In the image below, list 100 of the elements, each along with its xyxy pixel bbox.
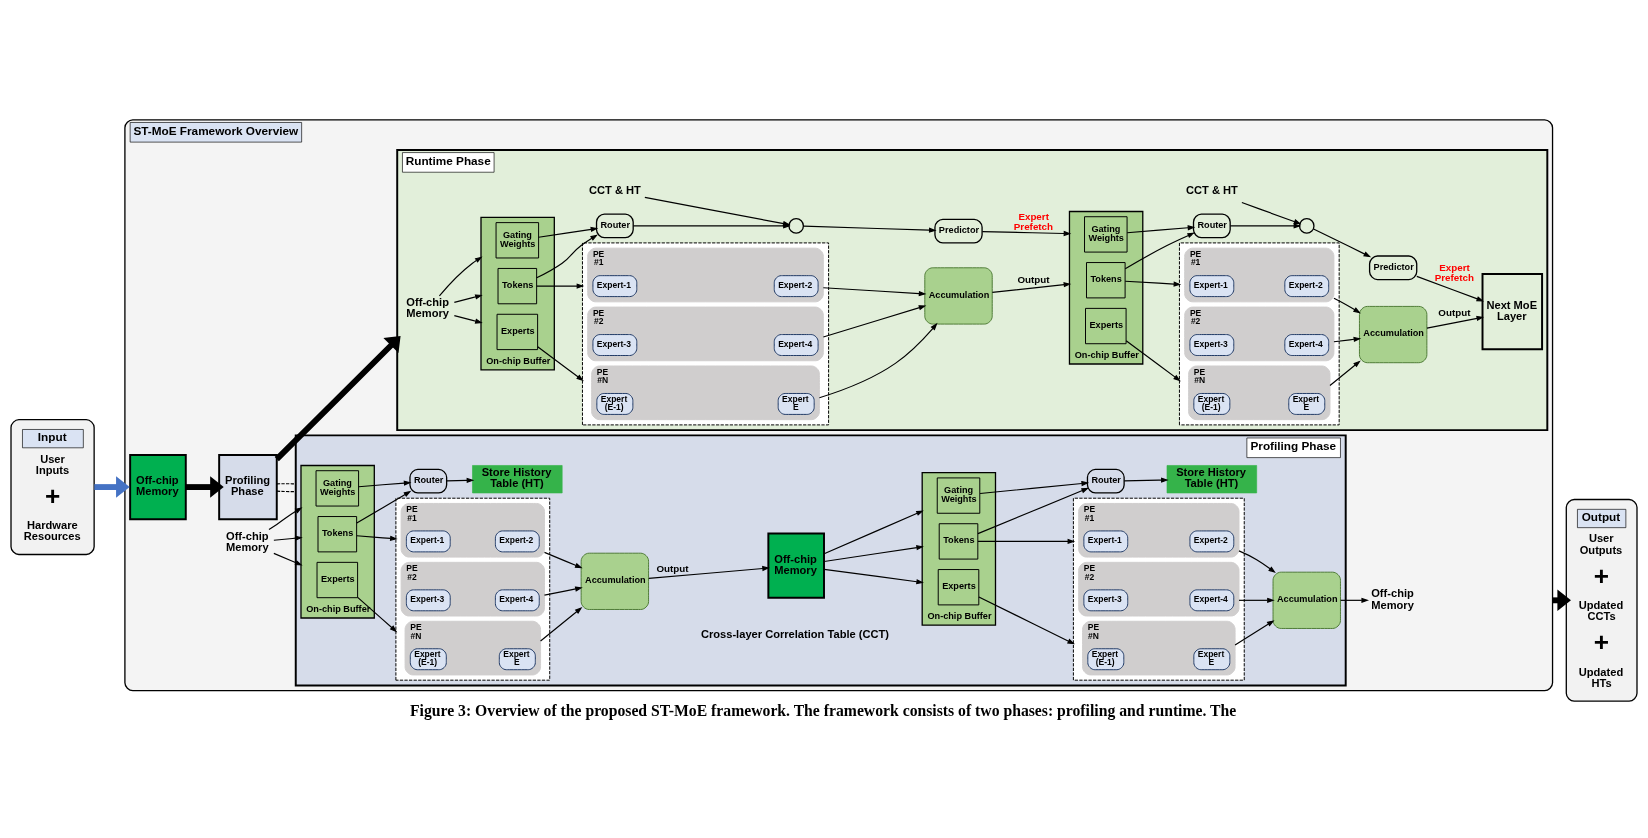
node-text: Off-chip Memory bbox=[1371, 587, 1414, 611]
arrow bbox=[453, 315, 483, 324]
arrow bbox=[823, 568, 924, 585]
arrow bbox=[823, 545, 924, 563]
node-box: Expert-2 bbox=[1284, 275, 1330, 298]
arrow bbox=[648, 565, 770, 580]
node-box: Experts bbox=[316, 561, 359, 599]
node-box: Store History Table (HT) bbox=[1166, 465, 1257, 494]
node-box: Expert-1 bbox=[405, 530, 451, 553]
arrow bbox=[356, 490, 412, 524]
node-circle bbox=[1298, 218, 1315, 234]
node-box: Router bbox=[409, 468, 448, 494]
node-box: Tokens bbox=[1086, 262, 1126, 299]
arrow bbox=[977, 538, 1076, 545]
node-box: Gating Weights bbox=[495, 222, 540, 259]
arrow bbox=[438, 256, 483, 297]
label: Cross-layer Correlation Table (CCT) bbox=[700, 627, 890, 640]
arrow bbox=[822, 287, 927, 297]
node-box: Store History Table (HT) bbox=[472, 465, 563, 494]
node-box: Expert-4 bbox=[1284, 334, 1330, 356]
arrow bbox=[1333, 336, 1362, 343]
node-box: Gating Weights bbox=[1084, 216, 1128, 253]
arrow bbox=[1238, 550, 1276, 574]
node-text: Off-chip Memory bbox=[226, 529, 269, 553]
arrow bbox=[1124, 232, 1195, 270]
arrow bbox=[1333, 297, 1361, 314]
arrow bbox=[536, 283, 585, 289]
arrow bbox=[979, 480, 1090, 495]
node-box: Off-chip Memory bbox=[129, 454, 187, 521]
node-box: Expert-1 bbox=[592, 275, 638, 298]
node-box: Expert-1 bbox=[1189, 275, 1235, 298]
arrow bbox=[94, 476, 130, 498]
node-box: Expert-3 bbox=[405, 589, 451, 612]
node-box: Accumulation bbox=[1272, 571, 1341, 629]
node-box: Expert E bbox=[1193, 648, 1231, 671]
node-box: Expert (E-1) bbox=[409, 648, 447, 671]
node-box: Expert-4 bbox=[1189, 589, 1235, 612]
arrow bbox=[543, 551, 583, 569]
node-box: Experts bbox=[937, 569, 980, 606]
arrow bbox=[274, 335, 401, 462]
node-box: Input User Inputs + Hardware Resources bbox=[10, 419, 95, 556]
arrow bbox=[1124, 280, 1182, 287]
connector bbox=[276, 490, 297, 493]
node-box: Expert-2 bbox=[1189, 530, 1235, 553]
node-text: CCT & HT bbox=[589, 183, 641, 196]
cluster bbox=[1072, 497, 1245, 681]
node-box: Expert-2 bbox=[773, 275, 819, 298]
arrow bbox=[1339, 597, 1369, 603]
cluster bbox=[395, 497, 551, 681]
arrow bbox=[1312, 228, 1372, 258]
node-box: Expert-4 bbox=[494, 589, 540, 612]
node-box: Expert-3 bbox=[1083, 589, 1129, 612]
arrow bbox=[453, 294, 483, 303]
arrow bbox=[1229, 223, 1302, 229]
node-box: Accumulation bbox=[580, 552, 650, 610]
node-box: Profiling Phase bbox=[218, 454, 278, 521]
arrow bbox=[981, 230, 1072, 237]
arrow bbox=[823, 510, 924, 555]
node-box: Expert (E-1) bbox=[596, 393, 634, 415]
arrow bbox=[1123, 477, 1169, 483]
edge-label: Expert Prefetch bbox=[1434, 262, 1474, 283]
node-box: Accumulation bbox=[1358, 305, 1428, 364]
arrow bbox=[356, 535, 398, 542]
arrow bbox=[1426, 315, 1485, 329]
node-box: Router bbox=[1086, 468, 1125, 494]
arrow bbox=[273, 552, 303, 566]
node-box: Off-chip Memory bbox=[767, 532, 825, 599]
arrow bbox=[632, 223, 791, 229]
edge-label: Output bbox=[1017, 273, 1050, 285]
node-box: Tokens bbox=[497, 267, 538, 305]
arrow bbox=[540, 607, 583, 642]
arrow bbox=[1238, 597, 1275, 603]
arrow bbox=[1125, 340, 1181, 382]
caption: Figure 3: Overview of the proposed ST-MoE framework. The framework consists of two phases: profiling and runtime. The bbox=[409, 701, 1237, 719]
node-box: Tokens bbox=[317, 516, 358, 553]
arrow bbox=[822, 305, 927, 338]
arrow bbox=[991, 282, 1072, 293]
arrow bbox=[1416, 275, 1485, 302]
node-box: Output User Outputs + Updated CCTs + Updated HTs bbox=[1565, 498, 1638, 702]
node-box: Next MoE Layer bbox=[1481, 273, 1544, 351]
node-box: Expert-4 bbox=[773, 334, 819, 356]
node-box: Experts bbox=[1085, 307, 1127, 345]
arrow bbox=[1234, 620, 1275, 646]
arrow bbox=[802, 225, 937, 233]
arrow bbox=[446, 477, 475, 483]
edge-label: Output bbox=[1438, 306, 1471, 318]
arrow bbox=[977, 487, 1089, 535]
node-box: Router bbox=[1192, 213, 1231, 239]
node-box: Predictor bbox=[1368, 255, 1418, 281]
node-box: Accumulation bbox=[924, 267, 993, 325]
node-box: Expert-2 bbox=[494, 530, 540, 553]
arrow bbox=[1126, 225, 1196, 234]
cluster bbox=[1178, 242, 1340, 426]
node-box: Experts bbox=[496, 313, 539, 351]
edge-label: Output bbox=[656, 562, 689, 574]
arrow bbox=[543, 586, 583, 596]
node-box: Predictor bbox=[934, 218, 983, 244]
node-box: Expert E bbox=[777, 393, 815, 415]
node-text: Off-chip Memory bbox=[406, 296, 449, 320]
edge-label: Expert Prefetch bbox=[1013, 211, 1054, 232]
